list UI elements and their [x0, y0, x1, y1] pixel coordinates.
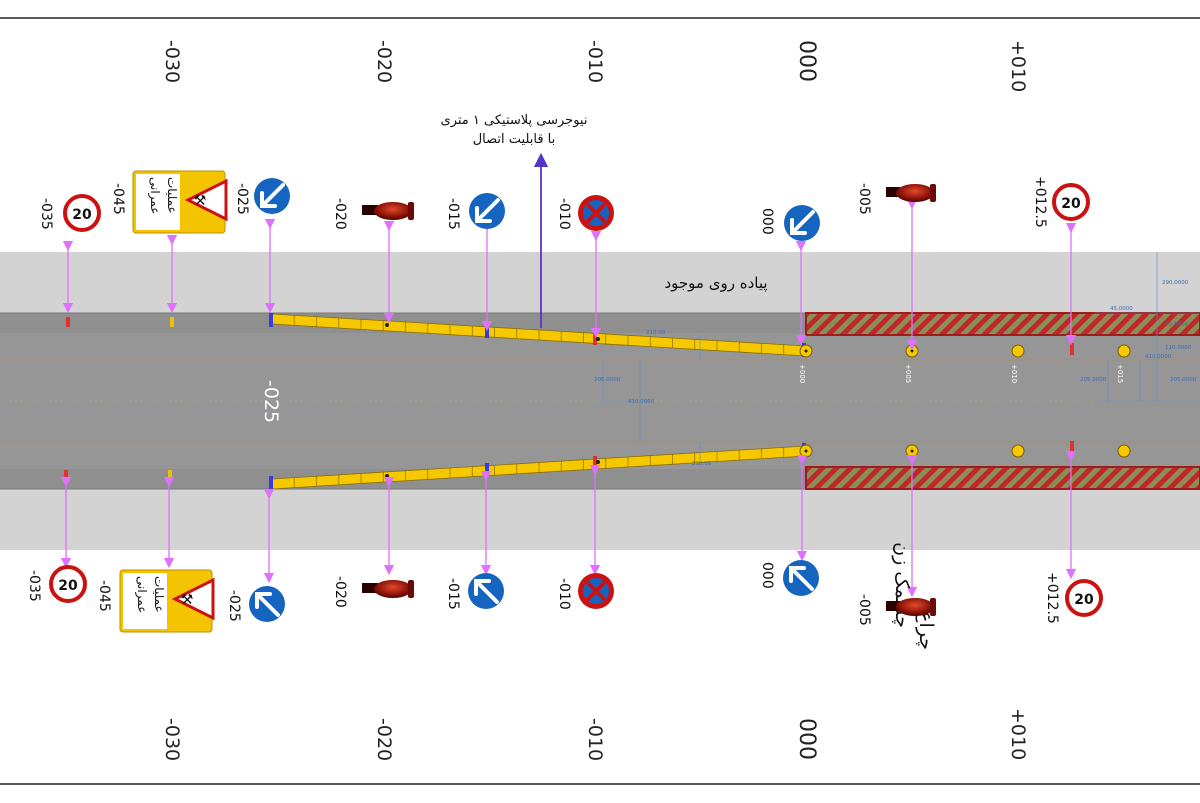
arrow-down-left-icon [475, 198, 500, 223]
keep-left-arrow-sign [254, 178, 290, 214]
keep-left-arrow-sign [784, 205, 820, 241]
sign-station-label: -005 [856, 183, 872, 215]
chainage-bottom: -020 [373, 718, 395, 761]
sign-station-label: -035 [38, 198, 54, 230]
speed-limit-sign: 20 [49, 565, 87, 603]
arrow-down-left-icon [790, 210, 815, 235]
lane-mark-label: +010 [1010, 364, 1018, 383]
sign-station-label: -025 [234, 183, 250, 215]
sign-station-label: -010 [556, 198, 572, 230]
sign-station-label: +012.5 [1032, 176, 1048, 228]
dim-label: 60.0000 [1165, 322, 1188, 328]
road-works-text-2: عمرانی [134, 576, 149, 613]
sign-station-label: -015 [445, 198, 461, 230]
sign-station-label: -045 [96, 580, 112, 612]
chainage-top: +010 [1007, 40, 1029, 92]
road-station-label: -025 [260, 380, 282, 423]
sidewalk-label: پیاده روی موجود [664, 274, 767, 293]
dim-label: 210.00 [646, 330, 666, 336]
svg-text:⚒: ⚒ [194, 193, 207, 209]
sidewalk-bottom [0, 489, 1200, 550]
chainage-bottom: 000 [794, 718, 819, 760]
speed-value: 20 [1061, 196, 1081, 212]
arrow-up-left-icon [474, 579, 499, 604]
flashing-light-label-line1: چراغ [915, 611, 937, 650]
speed-limit-sign: 20 [1052, 183, 1090, 221]
speed-value: 20 [72, 207, 92, 223]
lane-mark-label: +015 [1116, 364, 1124, 383]
dim-label: 110.0000 [1165, 345, 1192, 351]
lane-mark-label: +000 [798, 364, 806, 383]
dim-label: 205.0000 [1080, 377, 1107, 383]
sign-station-label: 000 [759, 208, 775, 235]
flashing-light [886, 184, 936, 202]
flashing-light [362, 202, 414, 220]
sidewalk-top [0, 252, 1200, 313]
arrow-down-left-icon [260, 183, 285, 208]
chainage-bottom: +010 [1007, 708, 1029, 760]
road-works-text-1: عملیات [165, 177, 179, 214]
keep-right-arrow-sign [468, 573, 504, 609]
leader-lines [60, 198, 1077, 598]
chainage-top: -030 [161, 40, 183, 83]
chainage-top: -020 [373, 40, 395, 83]
keep-right-arrow-sign [783, 560, 819, 596]
speed-value: 20 [1074, 592, 1094, 608]
sign-station-label: -005 [856, 594, 872, 626]
dim-label: 205.0000 [594, 377, 621, 383]
flashing-light [362, 580, 414, 598]
cross-icon [585, 202, 607, 224]
dimension-lines [600, 252, 1200, 467]
flashing-light [886, 598, 936, 616]
road-works-text-2: عمرانی [147, 177, 162, 214]
dim-label: 410.0000 [1145, 354, 1172, 360]
work-zone-bottom [805, 466, 1200, 490]
arrow-up-left-icon [255, 592, 280, 617]
speed-value: 20 [58, 578, 78, 594]
barrier-note-line1: نیوجرسی پلاستیکی ۱ متری [441, 113, 588, 128]
dim-label: 410.0000 [628, 399, 655, 405]
keep-right-arrow-sign [249, 586, 285, 622]
lane-mark-label: +005 [904, 364, 912, 383]
sign-station-label: -015 [445, 578, 461, 610]
sign-station-label: -020 [332, 198, 348, 230]
barrier-note-line2: با قابلیت اتصال [473, 132, 556, 147]
speed-limit-sign: 20 [1065, 579, 1103, 617]
work-zone-top [805, 312, 1200, 336]
cross-icon [585, 580, 607, 602]
sign-station-label: -025 [226, 590, 242, 622]
sign-station-label: -020 [332, 576, 348, 608]
dim-label: 205.0000 [1170, 377, 1197, 383]
road-works-sign: عملیات عمرانی ⚒ [119, 569, 215, 633]
svg-text:⚒: ⚒ [181, 592, 194, 608]
no-stopping-sign [578, 195, 614, 231]
road-works-sign: عملیات عمرانی ⚒ [132, 170, 228, 234]
arrow-up-left-icon [789, 566, 814, 591]
road-works-text-1: عملیات [152, 576, 166, 613]
sign-station-label: -035 [26, 570, 42, 602]
chainage-bottom: -010 [584, 718, 606, 761]
chainage-top: 000 [794, 40, 819, 82]
sign-station-label: +012.5 [1044, 572, 1060, 624]
no-stopping-sign [578, 573, 614, 609]
sign-station-label: -010 [556, 578, 572, 610]
dim-label: 290.0000 [1162, 280, 1189, 286]
chainage-bottom: -030 [161, 718, 183, 761]
sign-station-label: 000 [759, 562, 775, 589]
speed-limit-sign: 20 [63, 194, 101, 232]
dim-label: 210.00 [692, 461, 712, 467]
dim-label: 45.0000 [1110, 306, 1133, 312]
sign-station-label: -045 [110, 183, 126, 215]
keep-left-arrow-sign [469, 193, 505, 229]
chainage-top: -010 [584, 40, 606, 83]
warning-lamps [799, 344, 1131, 458]
